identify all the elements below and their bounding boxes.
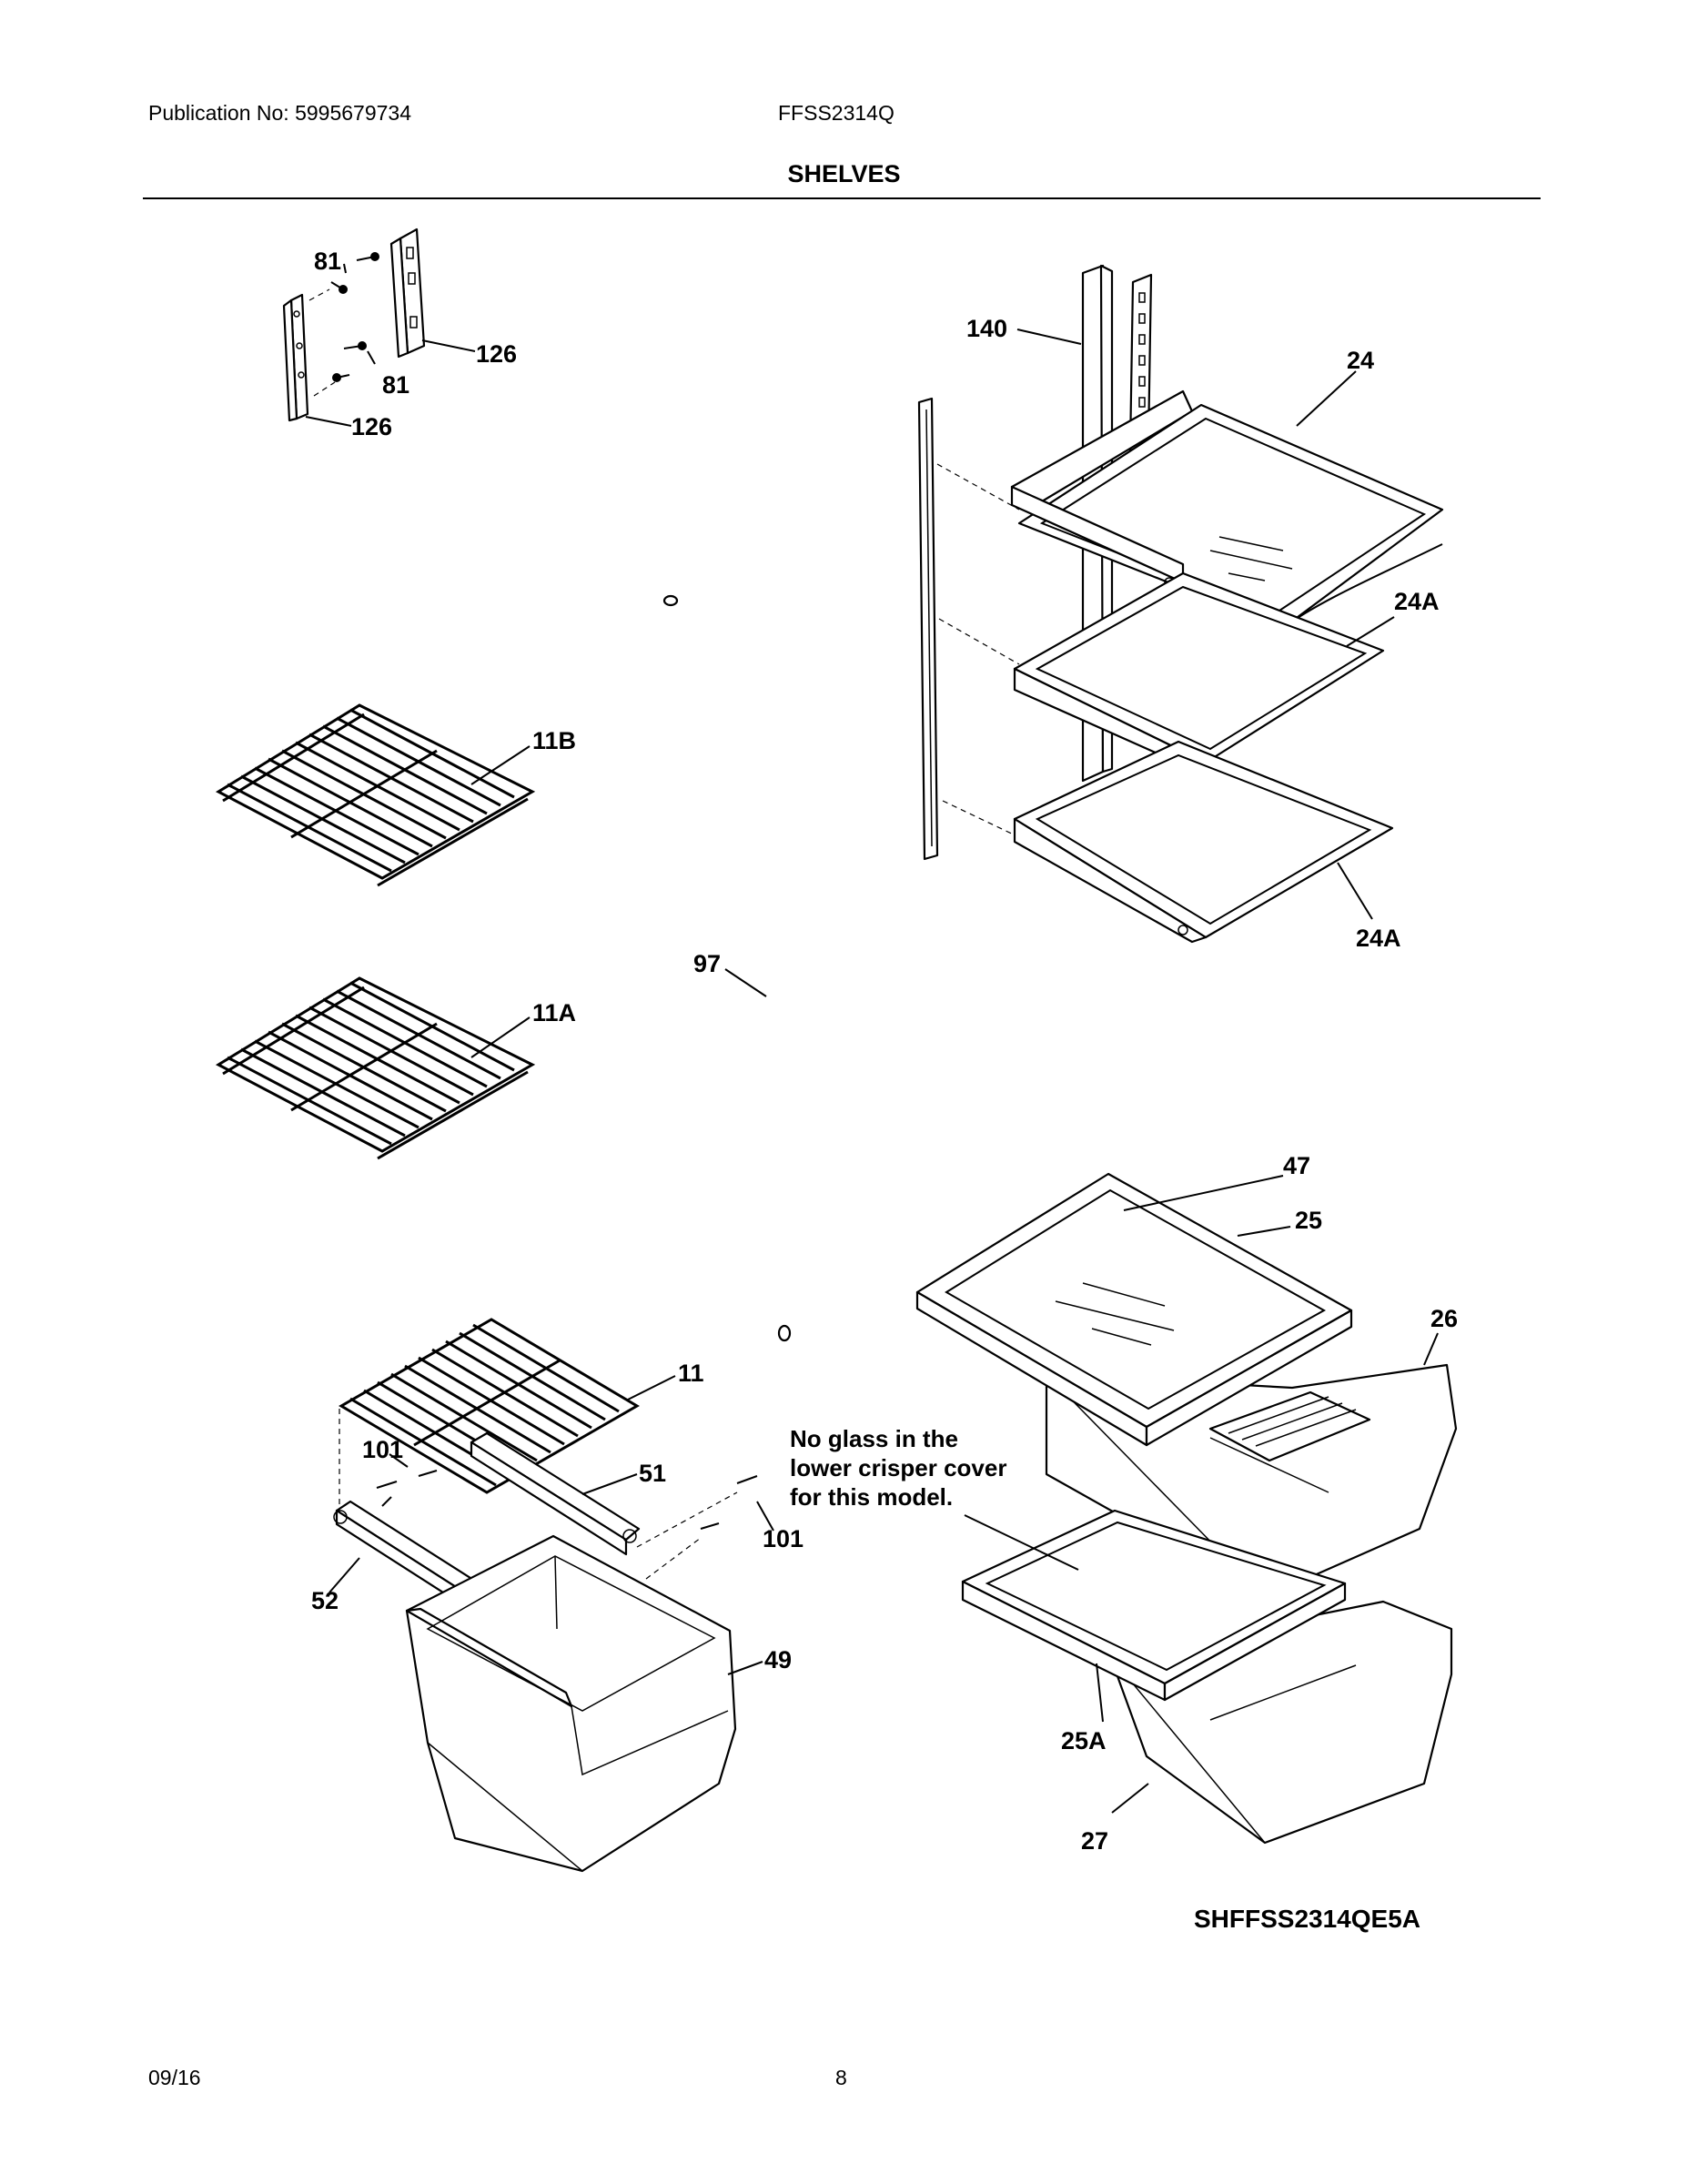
note-line-3: for this model. (790, 1483, 953, 1511)
callout-140: 140 (966, 315, 1007, 342)
note-line-2: lower crisper cover (790, 1454, 1006, 1481)
bracket-126-lower (282, 293, 309, 422)
callout-52: 52 (311, 1587, 339, 1614)
callout-24: 24 (1347, 347, 1374, 374)
callout-81-upper: 81 (314, 248, 341, 275)
callout-101-right: 101 (763, 1525, 804, 1552)
glass-shelf-24a-bottom (1013, 740, 1394, 944)
wire-shelf-11 (339, 1318, 640, 1494)
diagram-code: SHFFSS2314QE5A (1194, 1905, 1420, 1933)
callout-25: 25 (1295, 1207, 1322, 1234)
callout-11a: 11A (532, 999, 576, 1026)
callout-101-left: 101 (362, 1436, 403, 1463)
crisper-cover-25 (915, 1172, 1353, 1447)
callout-11: 11 (678, 1360, 704, 1387)
crisper-cover-25a (961, 1509, 1347, 1702)
publication-number: Publication No: 5995679734 (148, 101, 412, 125)
glass-shelf-24a-middle (1013, 571, 1385, 771)
callout-126-lower: 126 (351, 413, 392, 440)
callout-27: 27 (1081, 1827, 1108, 1855)
callout-47: 47 (1283, 1152, 1310, 1179)
screws-81 (308, 252, 379, 397)
door-bin-49 (405, 1534, 737, 1873)
callout-24a-bottom: 24A (1356, 925, 1401, 952)
wire-shelf-11b (215, 703, 536, 887)
callout-24a-top: 24A (1394, 588, 1440, 615)
callout-51: 51 (639, 1460, 666, 1487)
callout-126-upper: 126 (476, 340, 517, 368)
callout-49: 49 (764, 1646, 792, 1673)
model-number: FFSS2314Q (778, 101, 895, 125)
wire-shelf-11a (215, 976, 536, 1160)
callout-97: 97 (693, 950, 721, 977)
callout-81-lower: 81 (382, 371, 409, 399)
footer-date: 09/16 (148, 2066, 201, 2089)
header-rule (143, 197, 1541, 199)
page-title: SHELVES (787, 160, 901, 187)
bracket-126-upper (389, 228, 426, 359)
screws-101 (339, 1409, 758, 1580)
footer-page-number: 8 (835, 2066, 847, 2089)
callout-11b: 11B (532, 727, 576, 754)
callout-25a: 25A (1061, 1727, 1107, 1754)
glass-insert-47 (1055, 1282, 1175, 1346)
rail-51 (470, 1431, 641, 1556)
note-line-1: No glass in the (790, 1425, 958, 1452)
callout-26: 26 (1430, 1305, 1458, 1332)
tube-97 (662, 594, 792, 1342)
